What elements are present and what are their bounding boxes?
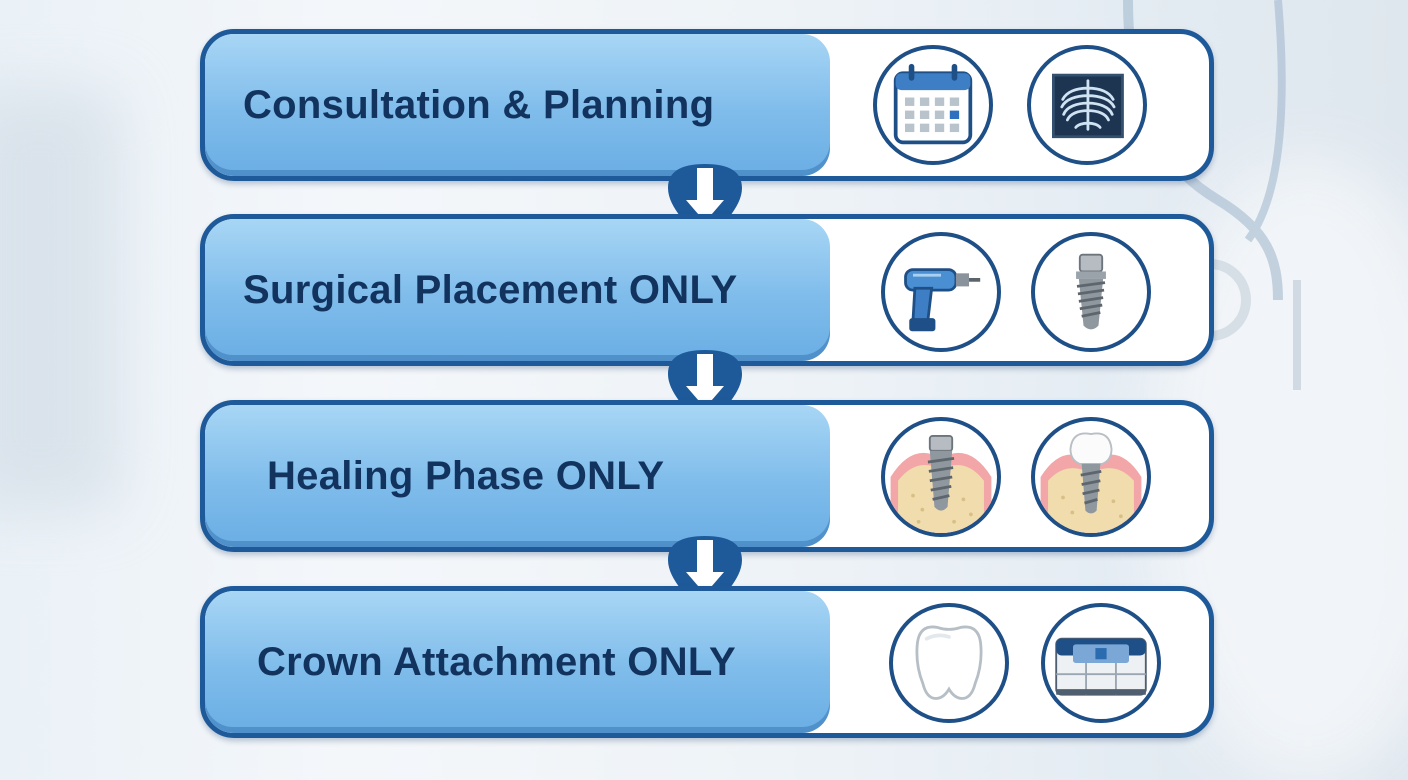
- down-arrow-1-icon: [668, 164, 742, 248]
- step-title: Consultation & Planning: [243, 82, 715, 127]
- step-label-box: Healing Phase ONLY: [205, 405, 830, 547]
- step-title: Crown Attachment ONLY: [257, 639, 736, 684]
- dental-drill-icon: [881, 232, 1001, 352]
- step-title: Healing Phase ONLY: [267, 453, 665, 498]
- implant-with-crown-icon: [1031, 417, 1151, 537]
- step-crown-attachment: Crown Attachment ONLY: [200, 586, 1214, 738]
- step-consultation-planning: Consultation & Planning: [200, 29, 1214, 181]
- xray-icon: [1027, 45, 1147, 165]
- calendar-icon: [873, 45, 993, 165]
- implant-in-gum-icon: [881, 417, 1001, 537]
- step-label-box: Consultation & Planning: [205, 34, 830, 176]
- step-label-box: Surgical Placement ONLY: [205, 219, 830, 361]
- step-label-box: Crown Attachment ONLY: [205, 591, 830, 733]
- down-arrow-2-icon: [668, 350, 742, 434]
- milling-machine-icon: [1041, 603, 1161, 723]
- step-healing-phase: Healing Phase ONLY: [200, 400, 1214, 552]
- step-surgical-placement: Surgical Placement ONLY: [200, 214, 1214, 366]
- step-title: Surgical Placement ONLY: [243, 267, 738, 312]
- tooth-crown-icon: [889, 603, 1009, 723]
- down-arrow-3-icon: [668, 536, 742, 620]
- implant-screw-icon: [1031, 232, 1151, 352]
- background-blur-left: [0, 90, 120, 510]
